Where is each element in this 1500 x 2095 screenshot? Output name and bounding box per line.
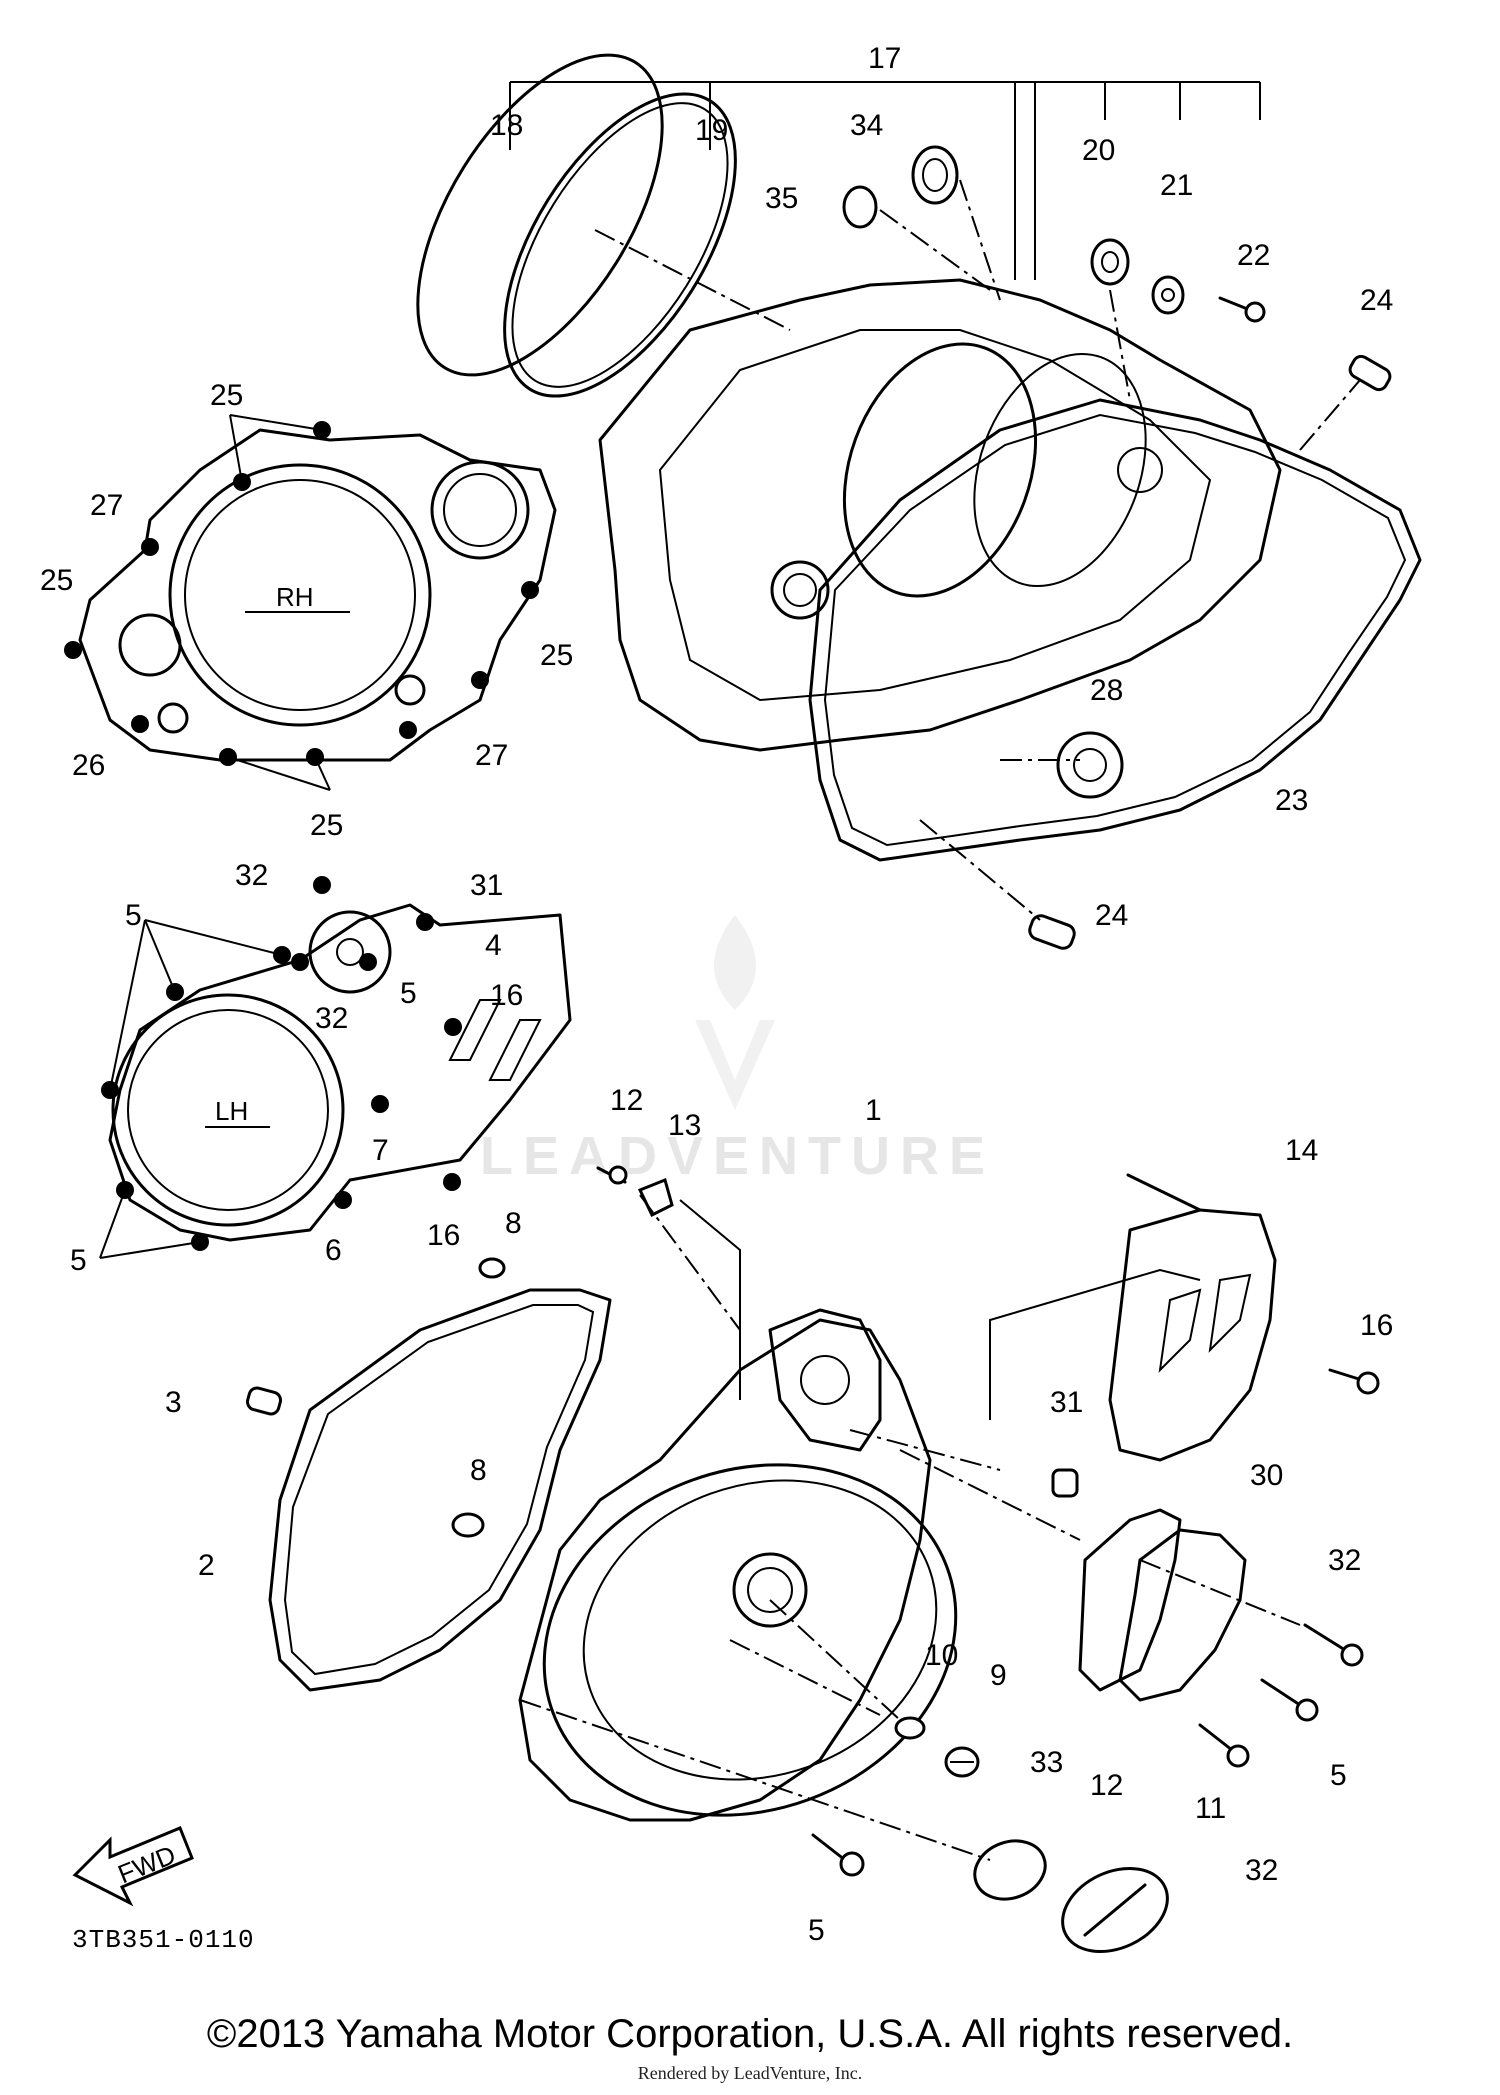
callout-14: 13 [668, 1109, 701, 1142]
callout-10: 10 [925, 1639, 958, 1672]
bolt-31-right[interactable] [1303, 1623, 1364, 1667]
o-ring-10[interactable] [894, 1716, 926, 1740]
callout-32-top: 32 [235, 859, 268, 892]
rh-cover-body[interactable] [598, 278, 1282, 752]
rh-crankcase-cover-assembly [368, 15, 1422, 951]
diagram-code: 3TB351-0110 [72, 1925, 255, 1955]
dowel-pin-24-top[interactable] [1347, 353, 1393, 392]
callout-34: 34 [850, 109, 883, 142]
dowel-pin-30[interactable] [1051, 1468, 1079, 1498]
o-ring-12[interactable] [967, 1831, 1054, 1908]
callout-8-bottom: 8 [470, 1454, 487, 1487]
callout-15: 14 [1285, 1134, 1318, 1167]
callout-25-left: 25 [40, 564, 73, 597]
gasket-19[interactable] [458, 56, 782, 434]
callout-16-mid: 16 [427, 1219, 460, 1252]
bolt-13[interactable] [596, 1165, 628, 1185]
callout-28: 28 [1090, 674, 1123, 707]
callout-21: 21 [1160, 169, 1193, 202]
callout-29: 30 [1250, 1459, 1283, 1492]
callout-32-mid: 32 [315, 1002, 348, 1035]
gasket-33[interactable] [1078, 1508, 1182, 1692]
copyright-notice: ©2013 Yamaha Motor Corporation, U.S.A. A… [206, 2012, 1294, 2056]
callout-35: 35 [765, 182, 798, 215]
callout-6: 6 [325, 1234, 342, 1267]
rendered-by: Rendered by LeadVenture, Inc. [637, 2063, 863, 2083]
callout-32-bottom: 32 [1245, 1854, 1278, 1887]
rh-reference-sketch [64, 414, 557, 791]
callout-2: 2 [198, 1549, 215, 1582]
callout-20: 20 [1082, 134, 1115, 167]
callout-30: 31 [1050, 1386, 1083, 1419]
screw-22[interactable] [1218, 296, 1266, 323]
callout-5-bottom: 5 [808, 1914, 825, 1947]
callout-24-top: 24 [1360, 284, 1393, 317]
callout-19: 19 [695, 114, 728, 147]
callout-11: 11 [1195, 1792, 1226, 1825]
callout-13: 12 [610, 1084, 643, 1117]
callout-3: 3 [165, 1386, 182, 1419]
group-17-bracket [509, 81, 1261, 280]
fwd-arrow: FWD [72, 1826, 194, 1907]
dowel-pin-3[interactable] [245, 1386, 283, 1416]
bushing-20[interactable] [1090, 238, 1130, 286]
o-ring-8-lower[interactable] [451, 1512, 485, 1538]
callout-5-upper: 5 [125, 899, 142, 932]
watermark: LEADVENTURE [480, 1126, 996, 1186]
callout-25-right: 25 [540, 639, 573, 672]
dowel-pin-24-bottom[interactable] [1027, 913, 1077, 951]
bolt-32-right[interactable] [1198, 1723, 1250, 1768]
plate-29[interactable] [1118, 1528, 1247, 1702]
callout-labels: 17 18 19 34 35 20 21 22 24 23 28 24 25 2… [40, 42, 1393, 1947]
gasket-2[interactable] [268, 1288, 612, 1692]
o-ring-8-upper[interactable] [478, 1257, 506, 1279]
callout-26: 26 [72, 749, 105, 782]
callout-27-right: 27 [475, 739, 508, 772]
clamp-14[interactable] [637, 1177, 674, 1218]
bolt-5-right[interactable] [1260, 1678, 1319, 1722]
callout-17: 17 [868, 42, 901, 75]
callout-4: 4 [485, 929, 502, 962]
screw-9[interactable] [944, 1746, 980, 1778]
gasket-18[interactable] [368, 15, 711, 416]
callout-18: 18 [490, 109, 523, 142]
callout-24-bottom: 24 [1095, 899, 1128, 932]
callout-12: 12 [1090, 1769, 1123, 1802]
lh-label: LH [215, 1096, 248, 1126]
washer-21[interactable] [1151, 275, 1185, 315]
oil-seal-34[interactable] [911, 145, 959, 205]
callout-1: 1 [865, 1094, 882, 1127]
gasket-23[interactable] [808, 398, 1422, 862]
lh-cover-body[interactable] [518, 1318, 932, 1822]
callout-9: 9 [990, 1659, 1007, 1692]
rh-label: RH [276, 582, 314, 612]
callout-25-bottom: 25 [310, 809, 343, 842]
plug-11[interactable] [1049, 1852, 1181, 1967]
bolt-16-right[interactable] [1328, 1368, 1380, 1395]
bolt-5-bottom[interactable] [811, 1833, 865, 1877]
lh-reference-sketch [99, 876, 572, 1259]
callout-5-mid: 5 [400, 977, 417, 1010]
lh-crankcase-cover-assembly [245, 1165, 1380, 1967]
bearing-28[interactable] [1056, 731, 1124, 799]
callout-31-right: 32 [1328, 1544, 1361, 1577]
cover-15[interactable] [1108, 1208, 1277, 1462]
callout-16-top: 16 [490, 979, 523, 1012]
callout-22: 22 [1237, 239, 1270, 272]
callout-27-left: 27 [90, 489, 123, 522]
callout-31-top: 31 [470, 869, 503, 902]
callout-25-top: 25 [210, 379, 243, 412]
callout-33: 33 [1030, 1746, 1063, 1779]
callout-5-lower: 5 [70, 1244, 87, 1277]
callout-5-right: 5 [1330, 1759, 1347, 1792]
callout-7: 7 [372, 1134, 389, 1167]
callout-16-right: 16 [1360, 1309, 1393, 1342]
oil-seal-35[interactable] [842, 185, 878, 229]
watermark-logo [695, 915, 775, 1110]
callout-8-top: 8 [505, 1207, 522, 1240]
callout-23: 23 [1275, 784, 1308, 817]
